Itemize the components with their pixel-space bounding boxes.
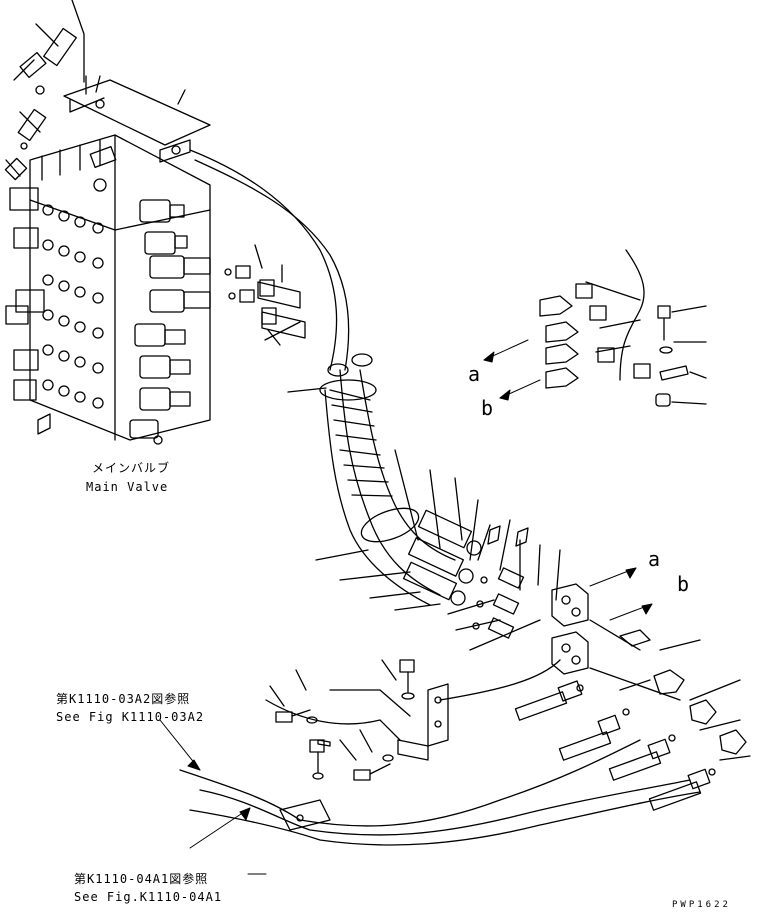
harness-detail (539, 249, 707, 407)
reference-arrows (159, 719, 267, 875)
fitting-cluster (472, 525, 529, 639)
main-valve-label-jp: メインバルブ (92, 461, 171, 475)
leader-lines (287, 387, 561, 651)
hose-bundle (319, 353, 482, 606)
reference-1-jp: 第K1110-03A2図参照 (56, 692, 191, 706)
callout-b-lower: b (677, 572, 690, 596)
reference-2-en: See Fig.K1110-04A1 (74, 890, 223, 904)
reference-1-en: See Fig K1110-03A2 (56, 710, 205, 724)
bracket-assembly (269, 659, 449, 781)
top-bracket (63, 75, 211, 163)
drawing-code: PWP1622 (672, 900, 731, 910)
callout-a-lower: a (648, 547, 661, 571)
hose-assemblies (514, 639, 751, 811)
callout-arrows (483, 339, 653, 621)
main-valve-label-en: Main Valve (86, 480, 169, 494)
callout-a-upper: a (468, 362, 481, 386)
manifold-blocks (551, 583, 747, 755)
control-cable (189, 149, 338, 371)
reference-2-jp: 第K1110-04A1図参照 (74, 872, 209, 886)
bottom-hoses (179, 659, 701, 846)
callout-b-upper: b (481, 396, 494, 420)
top-fittings (4, 0, 85, 181)
valve-side-fittings (224, 244, 306, 346)
main-valve-block (5, 134, 211, 445)
